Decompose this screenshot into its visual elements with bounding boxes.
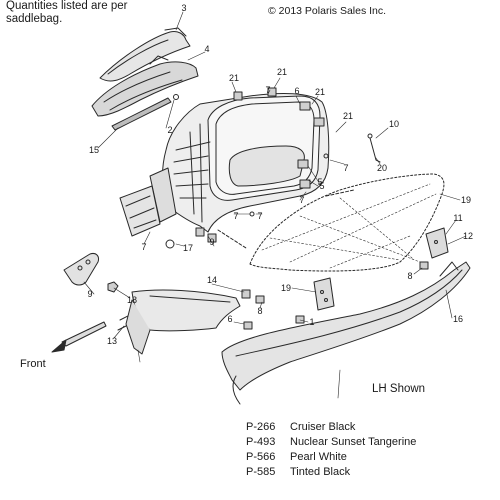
color-legend: P-266 Cruiser Black P-493 Nuclear Sunset… (246, 420, 416, 480)
front-arrow (51, 321, 107, 353)
part-callout-number: 1 (309, 317, 315, 327)
legend-row: P-493 Nuclear Sunset Tangerine (246, 435, 416, 450)
part-callout-number: 7 (299, 195, 305, 205)
legend-row: P-566 Pearl White (246, 450, 416, 465)
part-callout-number: 19 (280, 283, 291, 293)
legend-color-name: Tinted Black (290, 466, 351, 478)
part-callout-number: 5 (317, 177, 323, 187)
quantity-note: Quantities listed are per saddlebag. (6, 0, 128, 26)
nut (107, 281, 119, 293)
part-callout-number: 11 (453, 213, 463, 223)
front-label: Front (20, 358, 46, 370)
lower-side-panel (221, 261, 471, 405)
part-callout-number: 7 (233, 211, 239, 221)
part-callout-number: 9 (87, 289, 93, 299)
washer (165, 239, 175, 249)
part-callout-number: 21 (228, 73, 239, 83)
saddlebag-body (119, 87, 330, 243)
part-callout-number: 7 (141, 242, 147, 252)
lid-part (99, 27, 191, 82)
latch-bracket (425, 227, 449, 259)
view-label: LH Shown (372, 383, 426, 395)
legend-color-name: Cruiser Black (290, 421, 356, 433)
legend-color-name: Nuclear Sunset Tangerine (290, 436, 417, 448)
part-callout-number: 10 (388, 119, 399, 129)
cover-outline (249, 173, 445, 272)
part-callout-number: 17 (182, 243, 193, 253)
legend-code: P-493 (246, 436, 276, 448)
copyright-text: © 2013 Polaris Sales Inc. (268, 5, 387, 17)
part-callout-number: 7 (257, 211, 263, 221)
lid-screw (173, 94, 179, 100)
part-callout-number: 8 (257, 306, 263, 316)
part-callout-number: 8 (407, 271, 413, 281)
part-callout-number: 7 (265, 85, 271, 95)
legend-row: P-266 Cruiser Black (246, 420, 416, 435)
part-callout-number: 13 (106, 336, 117, 346)
part-callout-number: 15 (88, 145, 99, 155)
legend-code: P-585 (246, 466, 276, 478)
mount-bracket (313, 277, 335, 311)
hinge-plate (63, 253, 99, 286)
seal-strip (111, 97, 172, 131)
part-callout-number: 20 (376, 163, 387, 173)
part-callout-number: 21 (276, 67, 287, 77)
legend-color-name: Pearl White (290, 451, 347, 463)
part-callout-number: 18 (126, 295, 137, 305)
part-callout-number: 21 (342, 111, 353, 121)
front-panel (125, 289, 241, 355)
lid-liner-part (91, 55, 199, 117)
part-callout-number: 4 (204, 44, 210, 54)
part-callout-number: 3 (181, 3, 187, 13)
legend-code: P-566 (246, 451, 276, 463)
part-callout-number: 2 (167, 125, 173, 135)
part-callout-number: 12 (462, 231, 473, 241)
part-callout-number: 7 (343, 163, 349, 173)
part-callout-number: 9 (209, 237, 215, 247)
part-callout-number: 5 (319, 181, 325, 191)
part-callout-number: 14 (206, 275, 217, 285)
legend-code: P-266 (246, 421, 276, 433)
part-callout-number: 19 (460, 195, 471, 205)
part-callout-number: 21 (314, 87, 325, 97)
part-callout-number: 16 (452, 314, 463, 324)
part-callout-number: 6 (294, 86, 300, 96)
strap-rod (369, 137, 381, 163)
part-callout-number: 6 (227, 314, 233, 324)
legend-row: P-585 Tinted Black (246, 465, 416, 480)
